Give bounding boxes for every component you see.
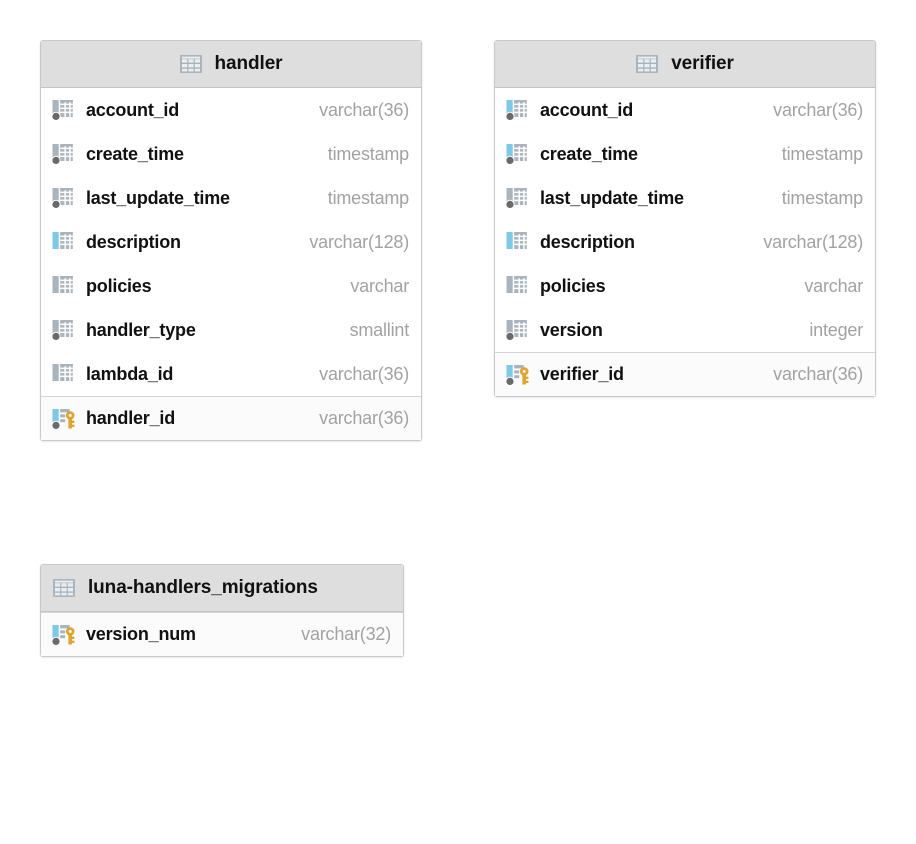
table-title: verifier: [671, 53, 734, 74]
column-name: version_num: [86, 624, 196, 644]
column-row[interactable]: account_id varchar(36): [495, 88, 875, 132]
column-row[interactable]: handler_id varchar(36): [41, 396, 421, 440]
column-row[interactable]: description varchar(128): [41, 220, 421, 264]
column-row[interactable]: version_num varchar(32): [41, 612, 403, 656]
table-card-verifier[interactable]: verifier account_id varchar(36) create_time…: [494, 40, 876, 397]
column-name: policies: [86, 275, 152, 296]
table-grid-icon: [179, 55, 202, 73]
column-type: timestamp: [327, 187, 409, 208]
column-icon: [506, 232, 527, 249]
column-type: smallint: [349, 319, 410, 340]
column-icon: [52, 232, 73, 249]
column-type: varchar(36): [319, 408, 409, 428]
column-type: varchar: [804, 275, 863, 296]
column-icon: [51, 320, 73, 341]
primary-key-column-icon: [505, 364, 529, 386]
column-row[interactable]: policies varchar: [41, 264, 421, 308]
column-name: policies: [540, 275, 606, 296]
table-card-luna-handlers_migrations[interactable]: luna-handlers_migrations version_num varch…: [40, 564, 404, 657]
table-grid-icon: [53, 579, 75, 597]
column-type: varchar(32): [301, 624, 391, 644]
column-icon: [505, 188, 527, 209]
column-row[interactable]: verifier_id varchar(36): [495, 352, 875, 396]
column-icon: [51, 100, 73, 121]
column-row[interactable]: handler_type smallint: [41, 308, 421, 352]
column-name: description: [86, 231, 181, 252]
primary-key-column-icon: [51, 408, 75, 430]
column-name: create_time: [540, 143, 638, 164]
column-type: varchar: [350, 275, 409, 296]
column-type: timestamp: [327, 143, 409, 164]
column-type: varchar(36): [773, 99, 863, 120]
column-name: description: [540, 231, 635, 252]
column-icon: [52, 276, 73, 293]
column-icon: [506, 276, 527, 293]
column-icon: [505, 320, 527, 341]
column-name: handler_type: [86, 319, 196, 340]
column-row[interactable]: account_id varchar(36): [41, 88, 421, 132]
table-title: handler: [214, 53, 283, 74]
column-row[interactable]: create_time timestamp: [41, 132, 421, 176]
column-name: lambda_id: [86, 363, 174, 384]
column-type: varchar(128): [309, 231, 409, 252]
column-name: verifier_id: [540, 364, 624, 384]
column-type: timestamp: [781, 187, 863, 208]
column-row[interactable]: last_update_time timestamp: [41, 176, 421, 220]
column-row[interactable]: policies varchar: [495, 264, 875, 308]
column-name: last_update_time: [86, 187, 230, 208]
table-grid-icon: [636, 55, 659, 73]
column-icon: [51, 144, 73, 165]
column-name: last_update_time: [540, 187, 684, 208]
column-type: varchar(36): [319, 363, 409, 384]
column-type: timestamp: [781, 143, 863, 164]
column-name: account_id: [86, 99, 180, 120]
column-type: varchar(128): [763, 231, 863, 252]
column-name: create_time: [86, 143, 184, 164]
column-row[interactable]: last_update_time timestamp: [495, 176, 875, 220]
column-name: account_id: [540, 99, 634, 120]
column-name: handler_id: [86, 408, 176, 428]
column-icon: [52, 364, 73, 381]
column-type: varchar(36): [773, 364, 863, 384]
table-header[interactable]: handler: [41, 41, 421, 88]
column-name: version: [540, 319, 603, 340]
column-icon: [505, 144, 527, 165]
table-header[interactable]: luna-handlers_migrations: [41, 565, 403, 612]
column-row[interactable]: version integer: [495, 308, 875, 352]
column-row[interactable]: lambda_id varchar(36): [41, 352, 421, 396]
table-title: luna-handlers_migrations: [88, 577, 318, 598]
column-icon: [51, 188, 73, 209]
column-row[interactable]: description varchar(128): [495, 220, 875, 264]
column-icon: [505, 100, 527, 121]
column-type: integer: [809, 319, 863, 340]
table-header[interactable]: verifier: [495, 41, 875, 88]
column-type: varchar(36): [319, 99, 409, 120]
primary-key-column-icon: [51, 624, 75, 646]
column-row[interactable]: create_time timestamp: [495, 132, 875, 176]
